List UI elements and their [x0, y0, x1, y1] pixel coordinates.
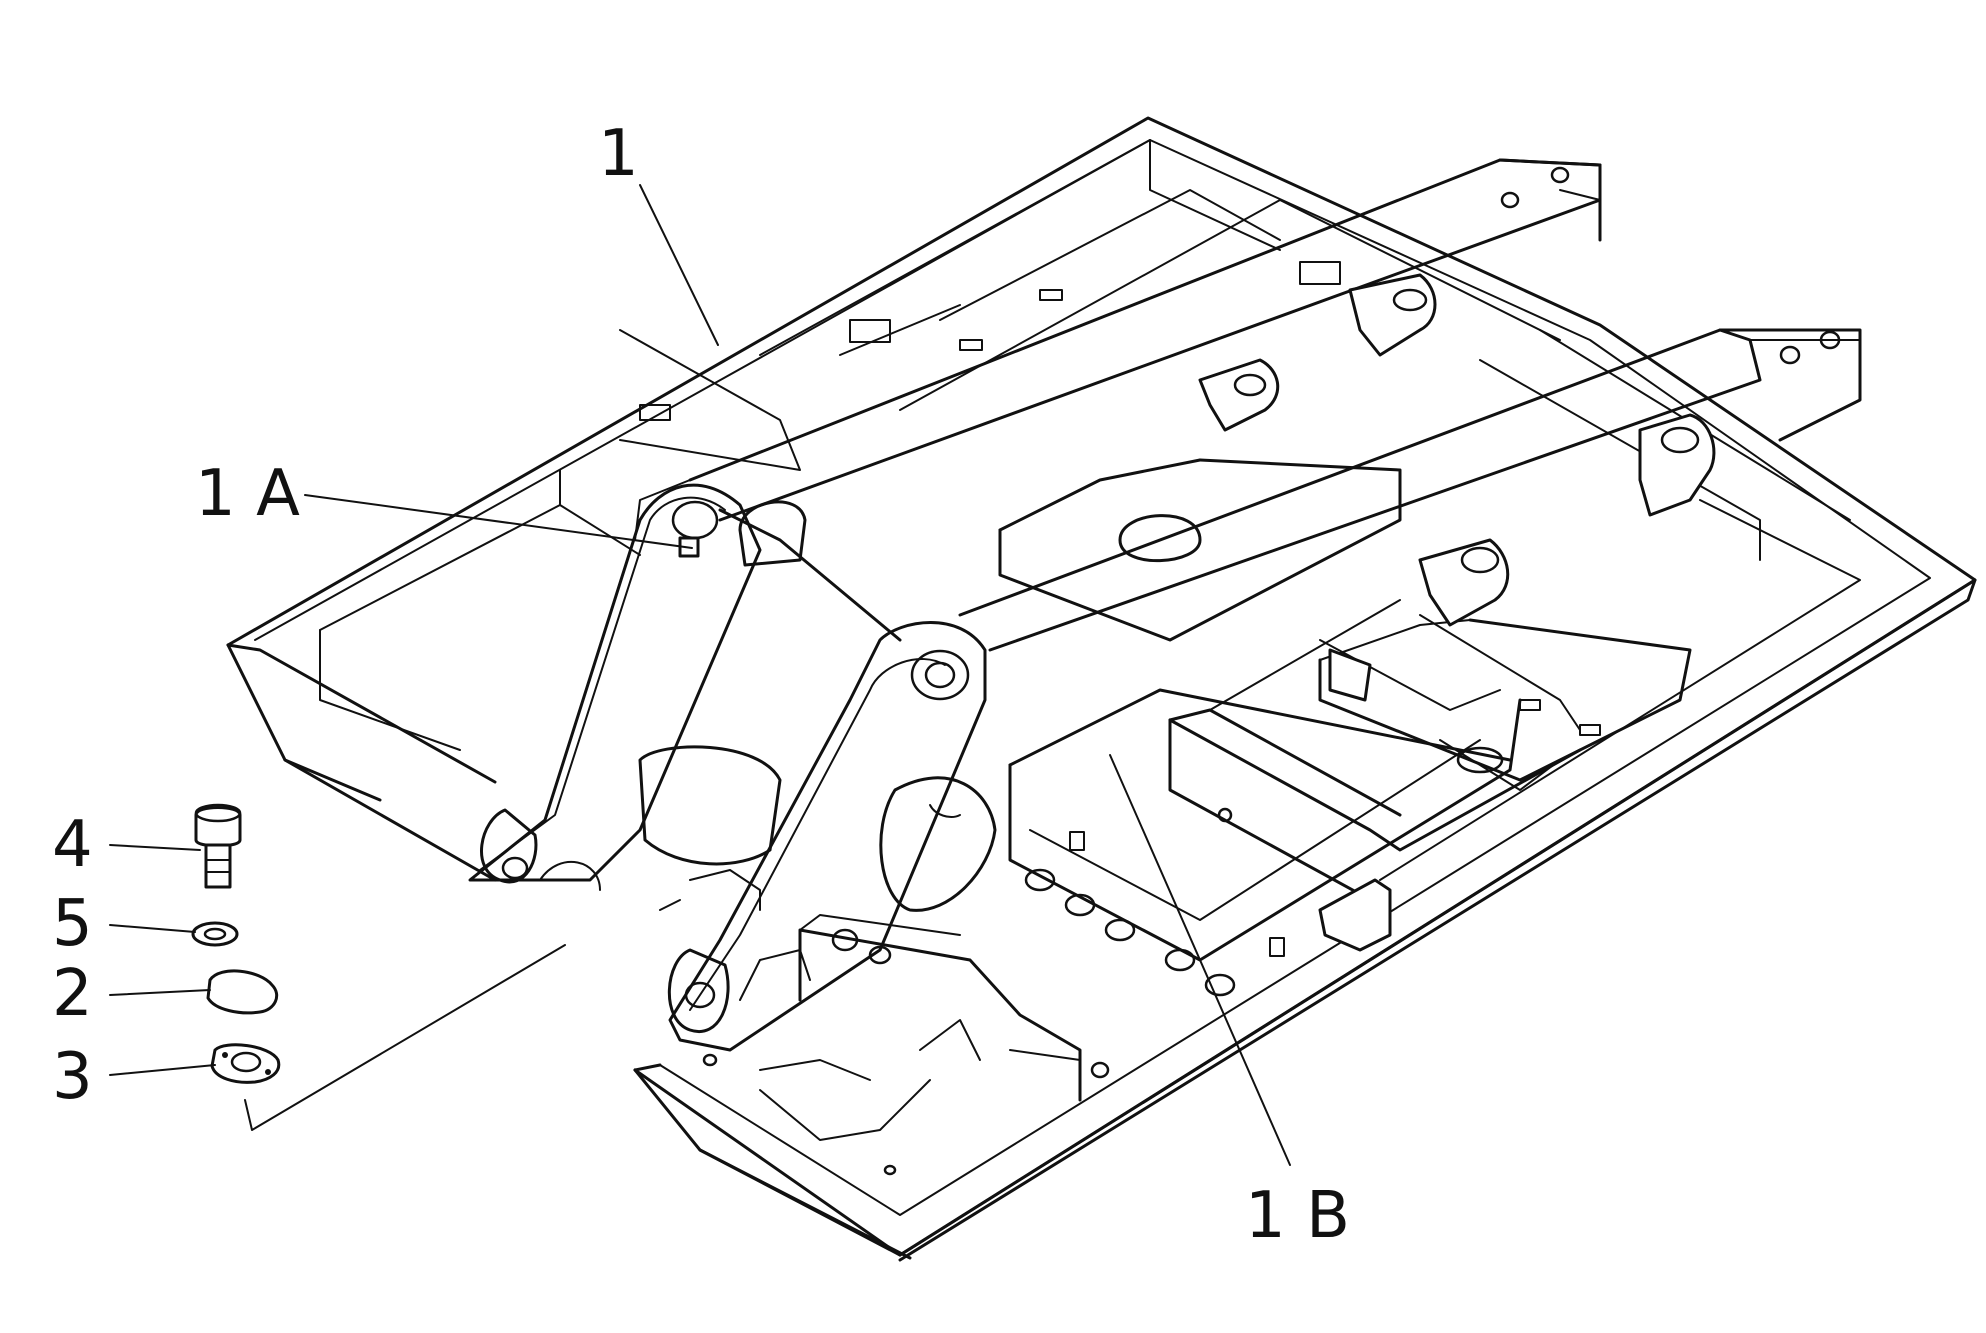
left-side-plate: [468, 483, 762, 891]
exploded-parts: [191, 803, 566, 1131]
callout-2: 2: [52, 957, 93, 1031]
leader-lines: [109, 184, 1291, 1166]
right-side-plate: [667, 621, 997, 1052]
left-bottom-tab: [659, 869, 761, 911]
center-bridge: [634, 479, 902, 866]
leader-4: [109, 844, 201, 851]
leader-5: [109, 924, 196, 933]
washer-part-5: [191, 921, 239, 947]
leader-2: [109, 989, 211, 996]
leader-1: [639, 184, 719, 346]
gasket-part-3: [210, 1043, 281, 1084]
right-support-box: [1168, 599, 1582, 952]
callout-1b: 1 B: [1245, 1179, 1350, 1253]
revolving-frame: [226, 116, 1977, 1262]
callout-4: 4: [52, 808, 93, 882]
plate-part-2: [206, 969, 279, 1015]
callout-1a: 1 A: [195, 457, 300, 531]
rear-truss-left: [688, 158, 1602, 627]
leader-1b: [1109, 754, 1291, 1166]
callout-5: 5: [52, 887, 93, 961]
front-platform: [702, 914, 1110, 1176]
bolt-part-4: [194, 803, 242, 889]
leader-1a: [304, 494, 693, 549]
callout-1: 1: [598, 117, 639, 191]
rear-truss-right: [958, 328, 1862, 652]
callout-labels: 1 1 A 1 B 4 5 2 3: [52, 117, 1350, 1253]
callout-3: 3: [52, 1040, 93, 1114]
leader-3: [109, 1064, 216, 1076]
rear-cross-boxes: [998, 458, 1692, 791]
